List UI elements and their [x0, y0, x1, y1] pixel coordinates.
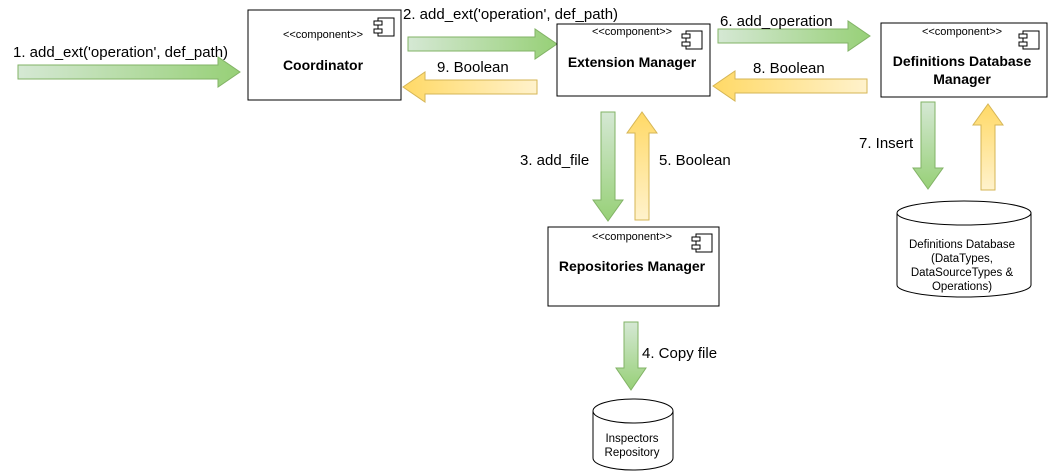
arrow-5-boolean: [626, 111, 658, 221]
arrow-9-boolean: [402, 71, 538, 103]
definitions-db-manager-stereotype: <<component>>: [922, 26, 1002, 38]
inspectors-repository-line1: Inspectors: [605, 433, 658, 445]
arrow-7-insert: [912, 101, 944, 190]
label-8: 8. Boolean: [753, 60, 825, 77]
coordinator-stereotype: <<component>>: [283, 29, 363, 41]
arrow-4-copy-file: [615, 321, 647, 391]
component-icon: [373, 17, 395, 37]
store-definitions-database: Definitions Database (DataTypes, DataSou…: [896, 200, 1032, 298]
arrow-2-add-ext: [407, 28, 558, 60]
arrow-3-add-file: [592, 111, 624, 222]
definitions-db-manager-name-line2: Manager: [933, 71, 991, 87]
component-extension-manager: <<component>> Extension Manager: [556, 23, 711, 97]
definitions-database-line1: Definitions Database: [909, 239, 1015, 251]
component-repositories-manager: <<component>> Repositories Manager: [547, 226, 720, 307]
repositories-manager-stereotype: <<component>>: [592, 231, 672, 243]
component-icon: [1018, 30, 1040, 50]
label-6: 6. add_operation: [720, 13, 833, 30]
store-inspectors-repository: Inspectors Repository: [592, 398, 674, 471]
label-3: 3. add_file: [520, 152, 589, 169]
arrow-1-add-ext: [17, 56, 241, 88]
component-icon: [691, 233, 713, 253]
component-definitions-db-manager: <<component>> Definitions Database Manag…: [880, 22, 1048, 98]
extension-manager-name: Extension Manager: [568, 54, 697, 70]
component-icon: [681, 30, 703, 50]
label-7: 7. Insert: [859, 135, 914, 152]
label-1: 1. add_ext('operation', def_path): [13, 44, 228, 61]
component-coordinator: <<component>> Coordinator: [247, 9, 402, 101]
definitions-database-line2: (DataTypes,: [931, 253, 993, 265]
label-4: 4. Copy file: [642, 345, 717, 362]
label-2: 2. add_ext('operation', def_path): [403, 6, 618, 23]
repositories-manager-name: Repositories Manager: [559, 258, 706, 274]
inspectors-repository-line2: Repository: [605, 447, 660, 459]
definitions-db-manager-name-line1: Definitions Database: [893, 53, 1032, 69]
label-9: 9. Boolean: [437, 59, 509, 76]
definitions-database-line3: DataSourceTypes &: [911, 267, 1014, 279]
coordinator-name: Coordinator: [283, 57, 364, 73]
definitions-database-line4: Operations): [932, 281, 992, 293]
arrow-8-boolean: [712, 70, 868, 102]
label-5: 5. Boolean: [659, 152, 731, 169]
extension-manager-stereotype: <<component>>: [592, 26, 672, 38]
arrow-db-return: [972, 103, 1004, 191]
arrow-6-add-operation: [717, 20, 871, 52]
